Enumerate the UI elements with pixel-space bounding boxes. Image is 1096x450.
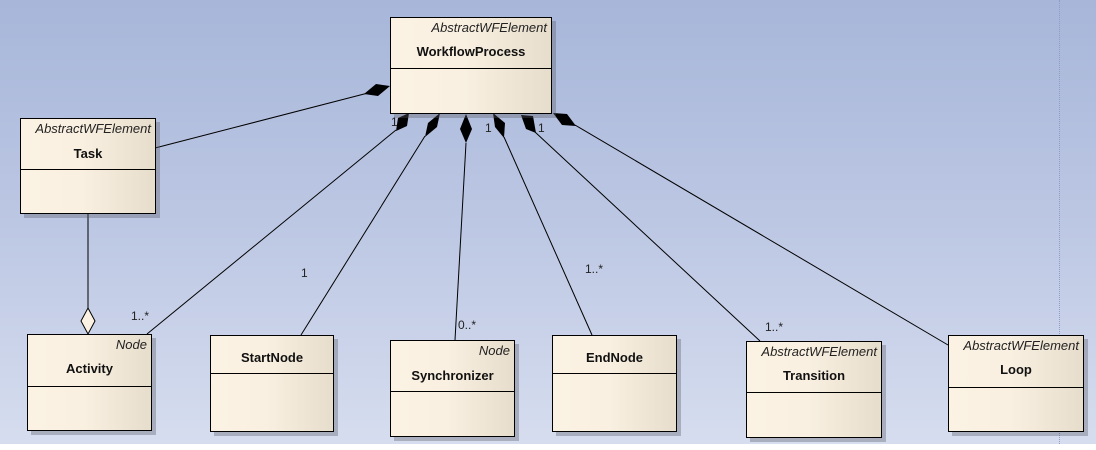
multiplicity-label: 1..*: [765, 320, 784, 334]
class-activity[interactable]: Node Activity: [27, 334, 152, 431]
link-workflowprocess-endnode[interactable]: [493, 113, 593, 336]
class-name: Loop: [1000, 362, 1032, 377]
multiplicity-label: 1: [485, 121, 492, 135]
link-workflowprocess-activity[interactable]: [146, 113, 409, 335]
link-workflowprocess-synchronizer[interactable]: [454, 114, 472, 341]
aggregation-diamond-icon: [80, 306, 96, 336]
class-name: StartNode: [240, 350, 304, 365]
link-workflowprocess-loop[interactable]: [553, 113, 949, 346]
class-name: Task: [73, 146, 103, 161]
multiplicity-label: 1..*: [131, 309, 150, 323]
class-stereotype: Node: [478, 343, 510, 358]
compartment-divider: [21, 169, 155, 170]
page-boundary-line: [1059, 0, 1060, 444]
class-name: Transition: [782, 368, 846, 383]
composition-diamond-icon: [364, 84, 390, 96]
link-task-activity[interactable]: [80, 213, 96, 336]
multiplicity-label: 1..*: [585, 262, 604, 276]
class-stereotype: AbstractWFElement: [431, 20, 547, 35]
compartment-divider: [28, 386, 151, 387]
composition-diamond-icon: [396, 113, 409, 131]
class-name: WorkflowProcess: [416, 44, 526, 59]
link-workflowprocess-task[interactable]: [154, 84, 390, 149]
link-workflowprocess-startnode[interactable]: [300, 113, 440, 336]
compartment-divider: [553, 373, 676, 374]
composition-diamond-icon: [460, 114, 472, 143]
multiplicity-label: 0..*: [458, 318, 477, 332]
compartment-divider: [391, 391, 514, 392]
compartment-divider: [949, 387, 1083, 388]
multiplicity-label: 1: [538, 121, 545, 135]
class-stereotype: AbstractWFElement: [963, 338, 1079, 353]
class-stereotype: AbstractWFElement: [761, 344, 877, 359]
class-name: Synchronizer: [411, 368, 494, 383]
class-startnode[interactable]: StartNode: [210, 335, 334, 432]
multiplicity-label: 1: [301, 266, 308, 280]
class-task[interactable]: AbstractWFElement Task: [20, 118, 156, 214]
compartment-divider: [391, 68, 551, 69]
composition-diamond-icon: [553, 113, 576, 126]
composition-diamond-icon: [425, 113, 440, 137]
class-loop[interactable]: AbstractWFElement Loop: [948, 335, 1084, 432]
class-transition[interactable]: AbstractWFElement Transition: [746, 341, 882, 438]
class-workflowprocess[interactable]: AbstractWFElement WorkflowProcess: [390, 17, 552, 114]
class-stereotype: AbstractWFElement: [35, 121, 151, 136]
class-name: EndNode: [585, 350, 644, 365]
class-name: Activity: [66, 361, 113, 376]
class-synchronizer[interactable]: Node Synchronizer: [390, 340, 515, 437]
composition-diamond-icon: [493, 113, 505, 138]
multiplicity-label: 1: [391, 115, 398, 129]
link-workflowprocess-transition[interactable]: [521, 115, 761, 342]
compartment-divider: [211, 373, 333, 374]
class-stereotype: Node: [115, 337, 147, 352]
composition-diamond-icon: [521, 115, 536, 133]
compartment-divider: [747, 392, 881, 393]
class-endnode[interactable]: EndNode: [552, 335, 677, 432]
